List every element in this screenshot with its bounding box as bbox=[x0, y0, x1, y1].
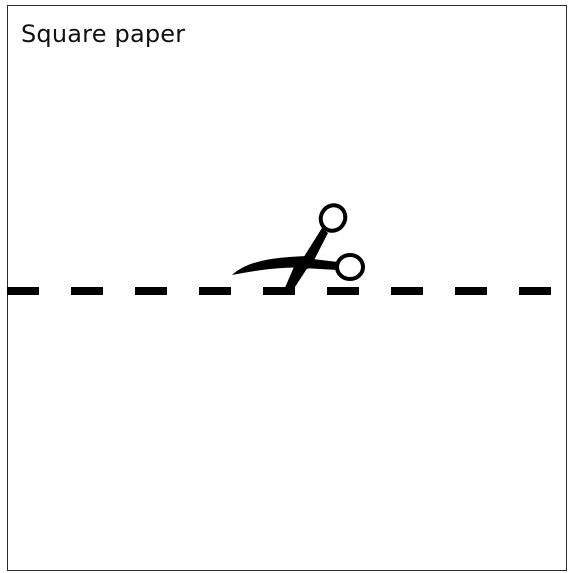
paper-label: Square paper bbox=[21, 20, 186, 48]
square-paper: Square paper bbox=[7, 5, 567, 571]
